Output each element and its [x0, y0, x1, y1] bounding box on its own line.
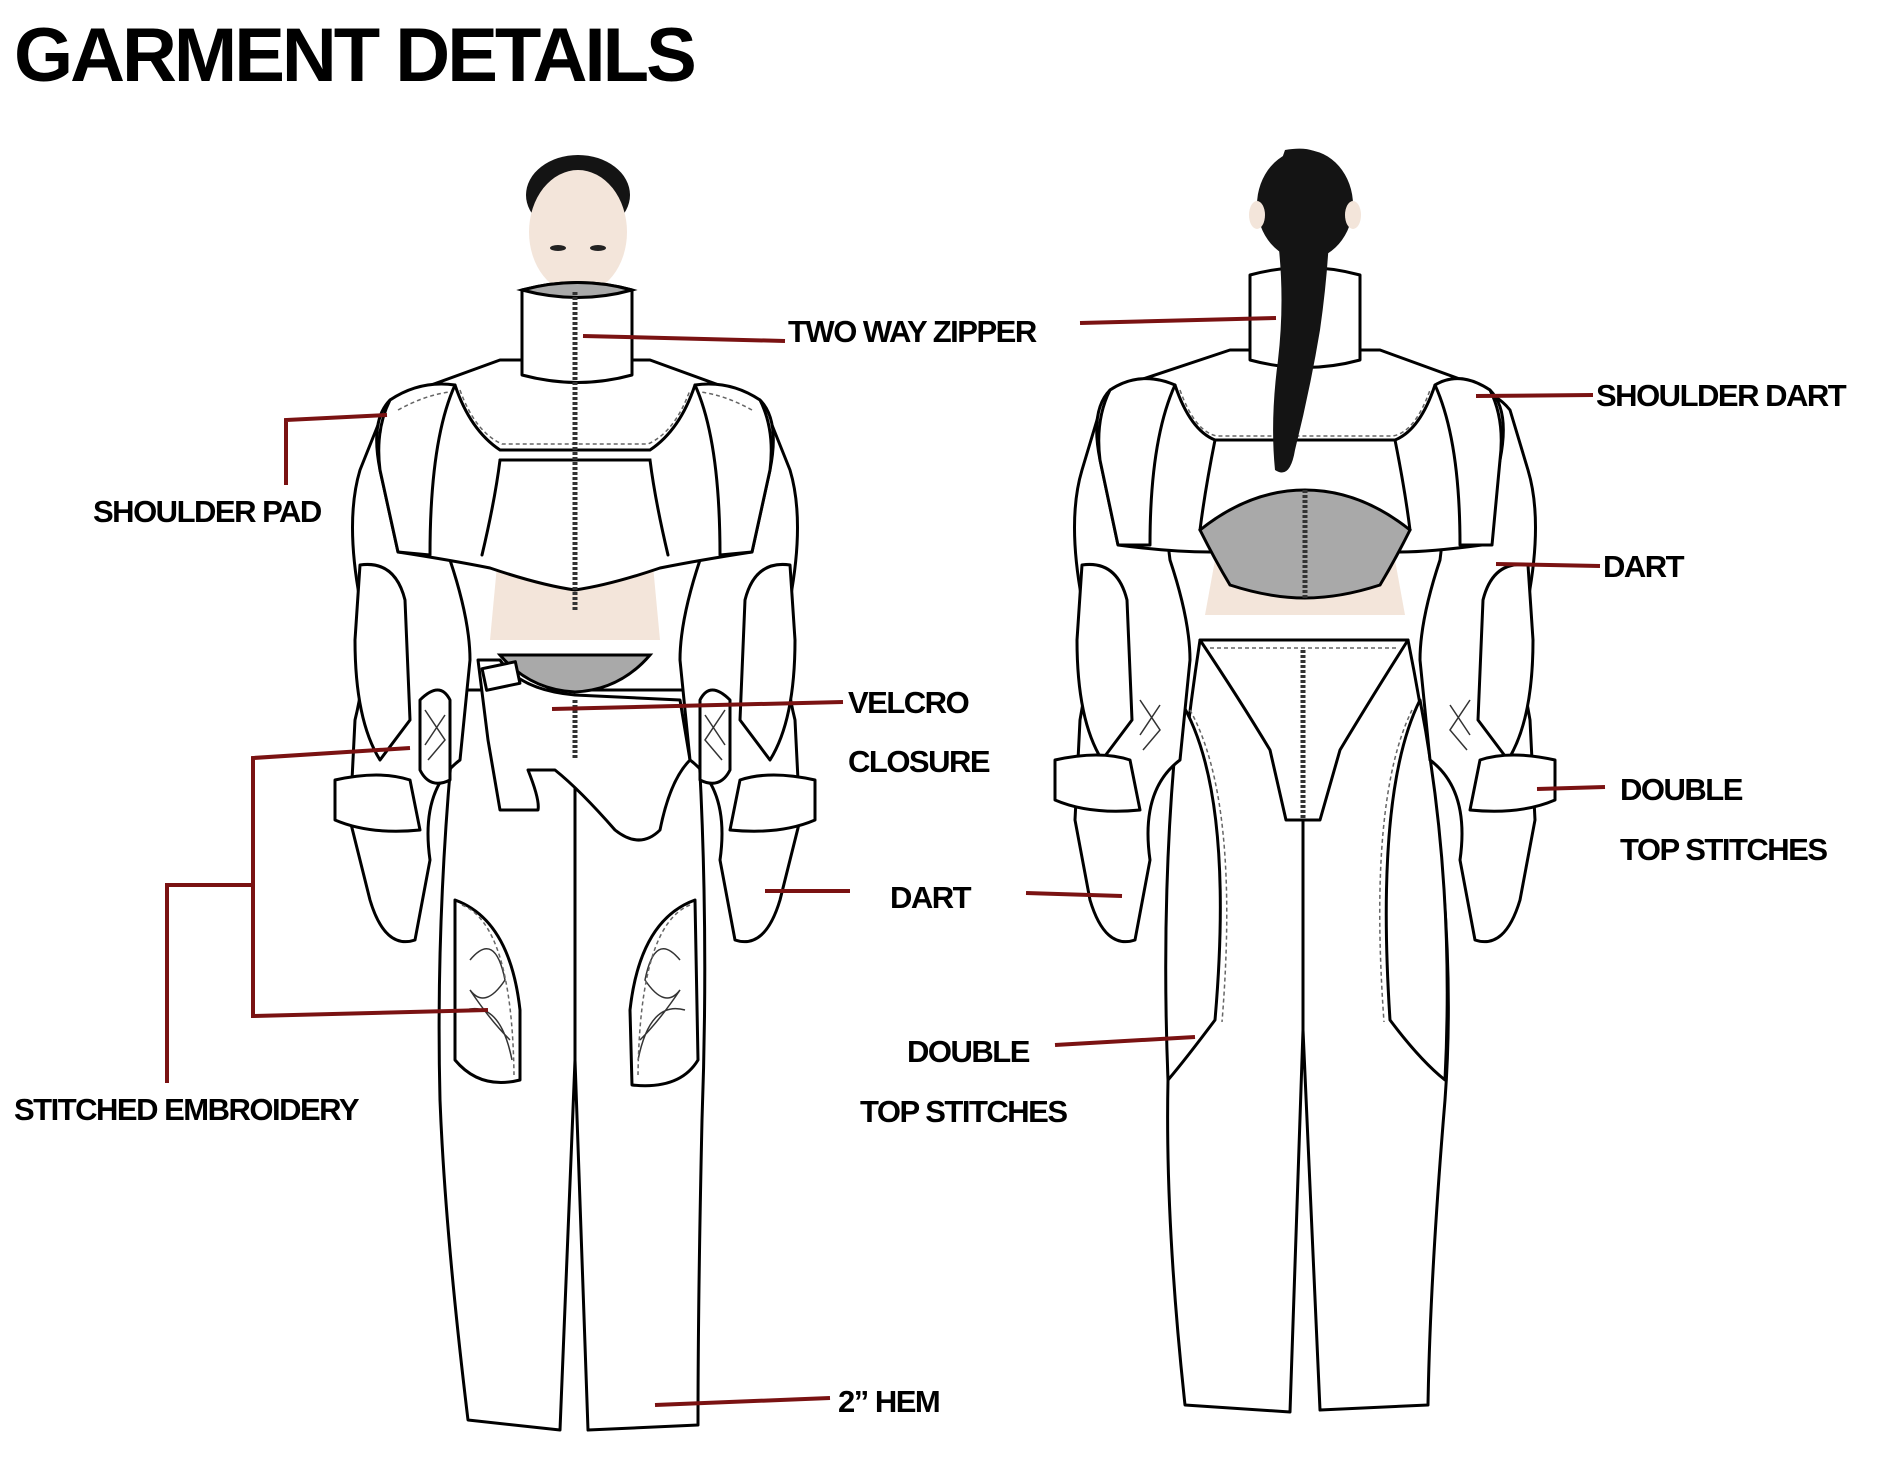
front-model-head: [526, 155, 630, 294]
label-two-way-zipper: TWO WAY ZIPPER: [788, 314, 1037, 349]
back-grey-panel: [1198, 488, 1412, 600]
callout-labels: TWO WAY ZIPPER SHOULDER PAD VELCRO CLOSU…: [14, 314, 1848, 1419]
label-shoulder-dart: SHOULDER DART: [1596, 378, 1847, 413]
leader-shoulder-dart: [1475, 393, 1594, 398]
leader-hem: [654, 1396, 831, 1407]
back-shoulder-pad-left: [1097, 377, 1177, 547]
label-top-stitches-back: TOP STITCHES: [1620, 832, 1827, 867]
back-shoulder-pad-right: [1433, 377, 1503, 547]
back-model-head: [1249, 148, 1361, 473]
label-top-stitches-front: TOP STITCHES: [860, 1094, 1067, 1129]
front-pants: [437, 688, 707, 1432]
back-view-figure: [1053, 148, 1557, 1414]
label-velcro: VELCRO: [848, 685, 969, 720]
label-dart-back: DART: [1603, 549, 1685, 584]
leader-dart-back-left: [1025, 891, 1123, 898]
leader-two-way-zipper: [582, 334, 786, 343]
label-double-front: DOUBLE: [907, 1034, 1030, 1069]
label-closure: CLOSURE: [848, 744, 990, 779]
leader-lines: [165, 316, 1606, 1407]
front-briefs: [496, 653, 654, 694]
page-title: GARMENT DETAILS: [14, 13, 697, 98]
label-shoulder-pad: SHOULDER PAD: [93, 494, 322, 529]
label-hem: 2” HEM: [838, 1384, 939, 1419]
leader-shoulder-pad: [284, 413, 388, 485]
leader-double-back: [1536, 785, 1606, 791]
front-shoulder-pad-right: [693, 382, 773, 557]
leader-velcro: [551, 700, 844, 711]
label-stitched-embroidery: STITCHED EMBROIDERY: [14, 1092, 360, 1127]
leader-dart-back: [1495, 562, 1601, 568]
label-dart-front: DART: [890, 880, 972, 915]
ponytail: [1273, 148, 1332, 473]
front-shoulder-pad-left: [377, 382, 457, 557]
leader-embroidery-main: [165, 883, 253, 1083]
front-view-figure: [333, 155, 817, 1432]
leader-double-front: [1054, 1035, 1196, 1047]
label-double-back: DOUBLE: [1620, 772, 1743, 807]
leader-two-way-zipper-back: [1079, 316, 1277, 325]
